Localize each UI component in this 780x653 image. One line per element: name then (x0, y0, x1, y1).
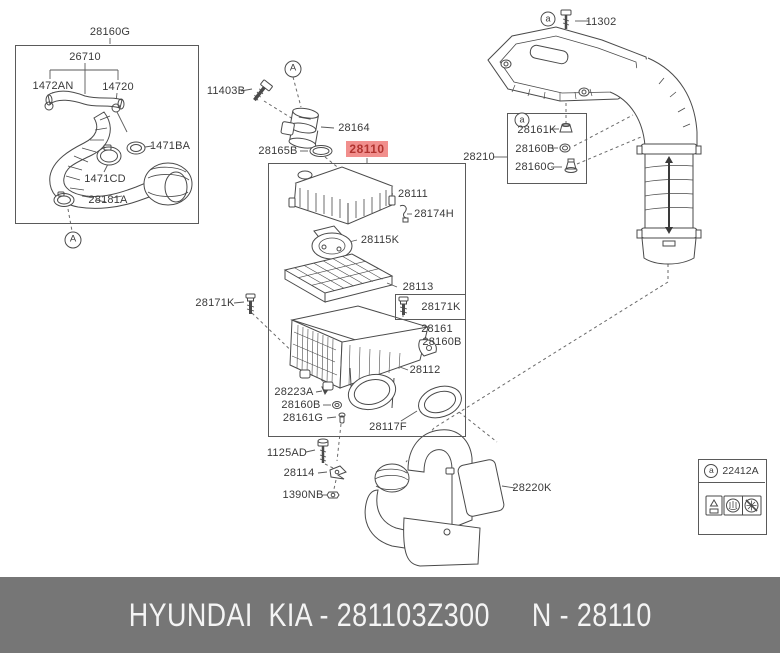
label-resonator: 28220K (512, 482, 552, 494)
label-inlet-assembly: 28160G (89, 26, 131, 38)
label-clamp-b: 1471BA (149, 140, 191, 152)
label-clamp-front: 1472AN (32, 80, 74, 92)
warning-part-label: 22412A (722, 464, 759, 477)
view-marker-a-guide: a (540, 11, 556, 27)
bolt-11302-art (560, 9, 572, 29)
label-clamp-rear: 14720 (102, 81, 134, 93)
inlet-hose-box (15, 45, 199, 224)
cleaner-cover-art (288, 166, 396, 225)
air-flow-sensor-art (280, 107, 319, 149)
label-callout-row-a: 28161K (517, 124, 557, 136)
label-clamp-cd: 1471CD (84, 173, 126, 185)
warning-label-box (698, 459, 767, 535)
label-bushing-bottom: 28160B (281, 399, 321, 411)
inlet-hose-art (44, 90, 193, 209)
label-air-duct: 28115K (360, 234, 400, 246)
clip-28160c-icon (564, 158, 578, 173)
bushing-28160b-callout-icon (559, 143, 571, 153)
label-sensor-bolt: 11403B (206, 85, 246, 97)
filter-element-art (283, 253, 394, 303)
label-guide-bolt: 11302 (585, 16, 617, 28)
nut-1390nb-art (326, 491, 340, 499)
warning-pictograms (705, 495, 762, 516)
warning-box-header: a 22412A (698, 459, 765, 483)
label-filter-element: 28113 (402, 281, 434, 293)
label-guide-duct: 28210 (463, 151, 495, 163)
bolt-28171k-left-art (245, 293, 256, 314)
label-cover: 28111 (398, 188, 428, 200)
label-seal-ring: 28117F (369, 421, 407, 433)
guide-hardware-callout-box (507, 113, 587, 184)
footer-banner: HYUNDAI KIA - 281103Z300 N - 28110 (0, 577, 780, 653)
footer-banner-text: HYUNDAI KIA - 281103Z300 N - 28110 (129, 597, 652, 634)
view-marker-a-callout: a (514, 112, 530, 128)
view-marker-a-sensor: A (284, 60, 302, 78)
cleaner-body-art (289, 305, 437, 411)
banner-brand-part: HYUNDAI KIA - 281103Z300 (128, 596, 490, 633)
label-mount-bracket: 28114 (283, 467, 315, 479)
bolt-28171k-right-art (398, 296, 409, 315)
plug-28161g-icon (338, 412, 346, 424)
air-duct-art (311, 225, 353, 260)
bolt-callout-box (395, 294, 466, 320)
view-marker-a-inlet: A (64, 231, 82, 249)
label-callout-row-c: 28160C (515, 161, 555, 173)
bracket-28114-art (329, 465, 347, 480)
label-callout-row-b: 28160B (515, 143, 555, 155)
hook-art (399, 205, 409, 223)
label-bolt-right: 28171K (421, 301, 461, 313)
label-bolt-left: 28171K (195, 297, 235, 309)
label-drain-hose: 28223A (274, 386, 314, 398)
air-guide-art (487, 26, 702, 265)
label-bushing-right: 28160B (422, 336, 462, 348)
resonator-art (364, 429, 505, 567)
grommet-28161k-icon (559, 123, 573, 133)
seal-ring-art (418, 385, 462, 419)
highlighted-part-number[interactable]: 28110 (346, 141, 388, 157)
bolt-1125ad-art (317, 438, 329, 463)
label-sensor-seal: 28165B (258, 145, 298, 157)
label-mount-nut: 1390NB (282, 489, 324, 501)
label-hose: 26710 (69, 51, 101, 63)
view-marker-a-warning: a (704, 463, 719, 478)
label-body: 28112 (409, 364, 441, 376)
bushing-28160b-bottom-icon (332, 401, 342, 409)
label-plug: 28161G (282, 412, 324, 424)
sensor-oring-art (309, 145, 333, 157)
label-air-flow-sensor: 28164 (338, 122, 370, 134)
label-mount-bolt: 1125AD (266, 447, 308, 459)
label-hook: 28174H (414, 208, 454, 220)
label-insulator: 28161 (421, 323, 453, 335)
banner-ref-number: N - 28110 (531, 596, 652, 633)
sensor-bolt-art (253, 79, 273, 102)
label-clamp-e: 28181A (88, 194, 128, 206)
